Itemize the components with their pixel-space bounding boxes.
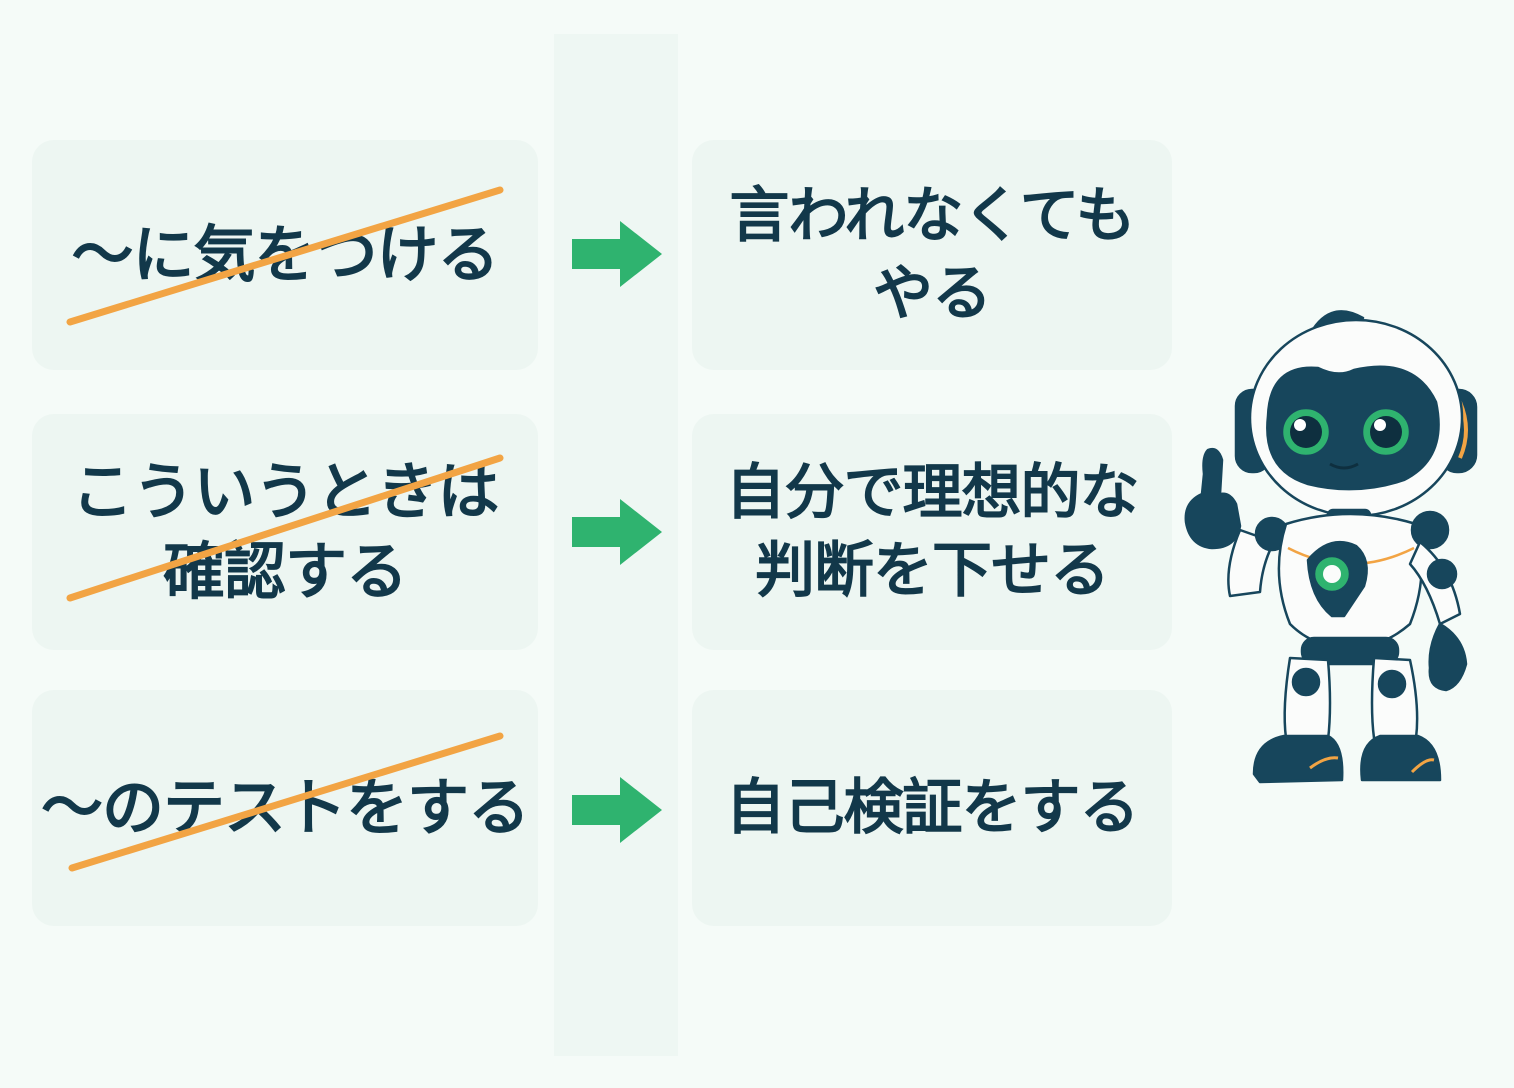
before-line: 確認する — [162, 535, 408, 608]
after-text-3: 自己検証をする — [725, 769, 1140, 847]
before-text-2: こういうときは 確認する — [71, 452, 499, 612]
before-card-3: 〜のテストをする — [32, 690, 538, 926]
before-line: こういうときは — [71, 455, 499, 528]
after-line: 自分で理想的な — [725, 458, 1140, 528]
before-text-1: 〜に気をつける — [71, 215, 499, 295]
after-card-1: 言われなくても やる — [692, 140, 1172, 370]
before-line: 〜に気をつける — [71, 218, 499, 291]
after-line: 判断を下せる — [755, 536, 1110, 606]
right-arrow-icon — [572, 221, 662, 287]
before-card-1: 〜に気をつける — [32, 140, 538, 370]
after-line: 言われなくても — [729, 181, 1135, 251]
after-text-1: 言われなくても やる — [729, 177, 1135, 333]
after-card-3: 自己検証をする — [692, 690, 1172, 926]
right-arrow-icon — [572, 777, 662, 843]
before-card-2: こういうときは 確認する — [32, 414, 538, 650]
before-text-3: 〜のテストをする — [40, 768, 530, 848]
after-line: 自己検証をする — [725, 773, 1140, 843]
after-text-2: 自分で理想的な 判断を下せる — [725, 454, 1140, 610]
after-card-2: 自分で理想的な 判断を下せる — [692, 414, 1172, 650]
before-line: 〜のテストをする — [40, 771, 530, 844]
after-line: やる — [872, 259, 992, 329]
right-arrow-icon — [572, 499, 662, 565]
robot-mascot — [1184, 310, 1478, 784]
